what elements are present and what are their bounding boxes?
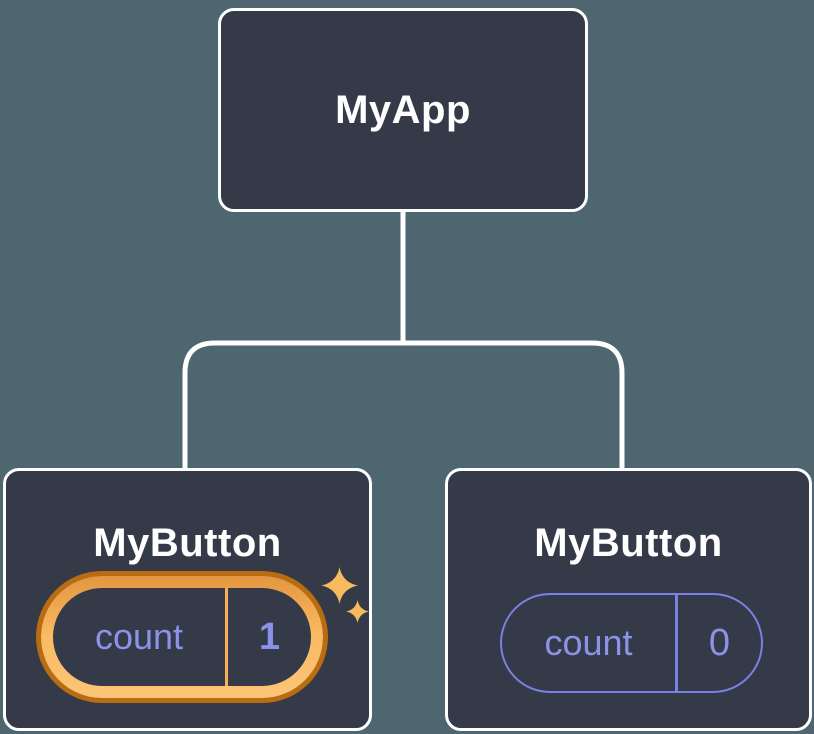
state-pill: count 1: [53, 588, 311, 686]
state-value: 0: [708, 621, 731, 664]
state-key-label: count: [94, 616, 184, 657]
state-pill-divider: [225, 588, 228, 686]
state-pill: count 0: [500, 593, 763, 693]
state-pill-divider: [675, 595, 678, 691]
sparkles-icon: [321, 567, 370, 624]
state-key-label: count: [544, 622, 633, 663]
state-value: 1: [258, 615, 281, 658]
tree-node-mybutton-2: MyButton count 0: [445, 468, 812, 731]
node-label: MyButton: [534, 521, 723, 565]
state-highlight-ring: count 1: [41, 576, 323, 698]
tree-node-myapp: MyApp: [218, 8, 588, 212]
node-label: MyButton: [93, 521, 282, 565]
tree-node-mybutton-1: MyButton count 1: [3, 468, 372, 731]
node-label: MyApp: [335, 87, 471, 132]
